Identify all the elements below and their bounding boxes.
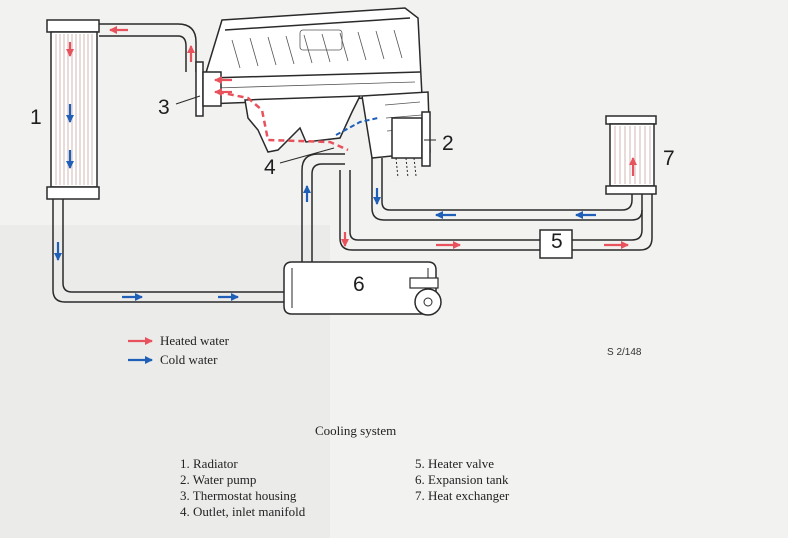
flow-arrows — [54, 26, 637, 301]
legend-cold-label: Cold water — [160, 352, 218, 367]
pipes — [52, 23, 653, 303]
heat-exchanger — [605, 115, 657, 195]
parts-list-item: 7. Heat exchanger — [415, 488, 510, 503]
cold-flow-path — [335, 117, 379, 136]
intake-manifold — [244, 95, 362, 153]
parts-list-left: 1. Radiator 2. Water pump 3. Thermostat … — [180, 456, 305, 520]
label-manifold: 4 — [264, 156, 276, 179]
parts-list-item: 5. Heater valve — [415, 456, 495, 471]
heater-valve — [539, 229, 573, 259]
label-water-pump: 2 — [442, 132, 454, 155]
label-thermostat-housing: 3 — [158, 96, 170, 119]
water-pump — [391, 111, 431, 179]
figure-caption: Cooling system — [315, 423, 397, 438]
leader-lines — [175, 95, 436, 164]
expansion-tank — [283, 261, 442, 316]
parts-list-item: 4. Outlet, inlet manifold — [180, 504, 306, 519]
figure-code: S 2/148 — [607, 347, 642, 358]
parts-list-item: 2. Water pump — [180, 472, 257, 487]
label-expansion-tank: 6 — [353, 273, 365, 296]
legend-heated-label: Heated water — [160, 333, 229, 348]
parts-list-item: 1. Radiator — [180, 456, 238, 471]
radiator — [46, 19, 100, 200]
parts-list-item: 6. Expansion tank — [415, 472, 509, 487]
parts-list-right: 5. Heater valve 6. Expansion tank 7. Hea… — [415, 456, 509, 504]
heated-flow-path — [217, 90, 349, 152]
label-heater-valve: 5 — [551, 230, 563, 253]
parts-list-item: 3. Thermostat housing — [180, 488, 297, 503]
label-heat-exchanger: 7 — [663, 147, 675, 170]
label-radiator: 1 — [30, 106, 42, 129]
